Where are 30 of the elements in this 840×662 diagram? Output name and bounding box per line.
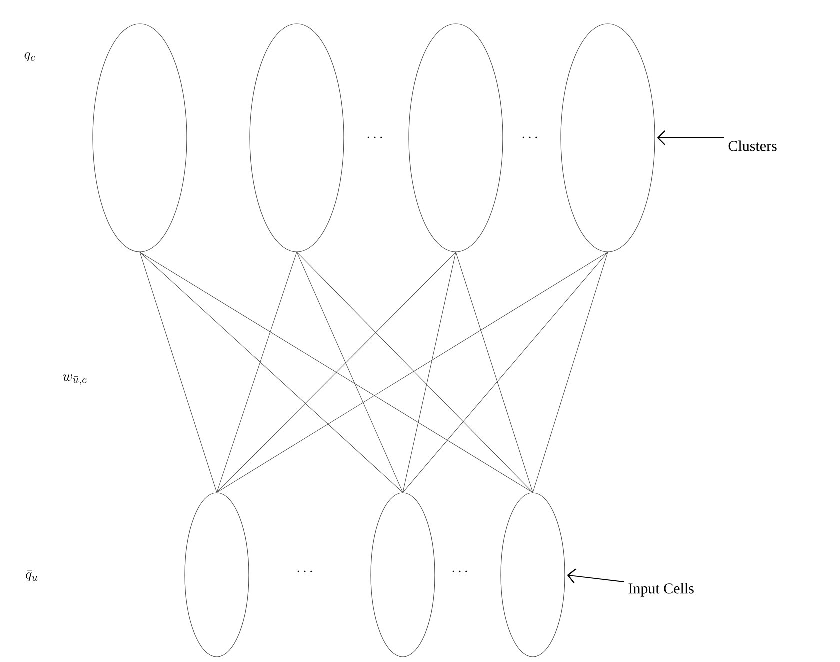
- connection-line: [532, 252, 608, 493]
- math-label: $\cdots$: [368, 136, 382, 138]
- connection-line: [296, 252, 404, 493]
- connection-line: [456, 252, 534, 493]
- connection-line: [140, 252, 534, 493]
- unit-ellipse: [408, 24, 504, 252]
- unit-ellipse: [184, 492, 250, 658]
- connection-line: [402, 252, 456, 493]
- unit-ellipse: [560, 24, 656, 252]
- math-label: $q_c$: [24, 52, 36, 62]
- connection-line: [140, 252, 404, 493]
- pointer-arrow: [657, 130, 724, 146]
- connection-line: [216, 252, 298, 493]
- pointer-label: Clusters: [728, 140, 777, 152]
- connection-line: [216, 252, 456, 493]
- unit-ellipse: [92, 24, 188, 252]
- math-label: $w_{\bar{u},c}$: [63, 374, 87, 386]
- pointer-label: Input Cells: [628, 583, 694, 597]
- connection-line: [402, 252, 608, 493]
- connection-line: [140, 252, 218, 493]
- unit-ellipse: [500, 492, 566, 658]
- math-label: $\cdots$: [522, 136, 538, 138]
- math-label: $\cdots$: [452, 570, 468, 572]
- unit-ellipse: [370, 492, 436, 658]
- math-label: $\cdots$: [298, 570, 312, 572]
- pointer-arrow: [567, 568, 624, 584]
- unit-ellipse: [250, 24, 344, 252]
- math-label: $\bar{q}_u$: [26, 570, 38, 582]
- connection-line: [216, 252, 608, 493]
- connection-line: [296, 252, 534, 493]
